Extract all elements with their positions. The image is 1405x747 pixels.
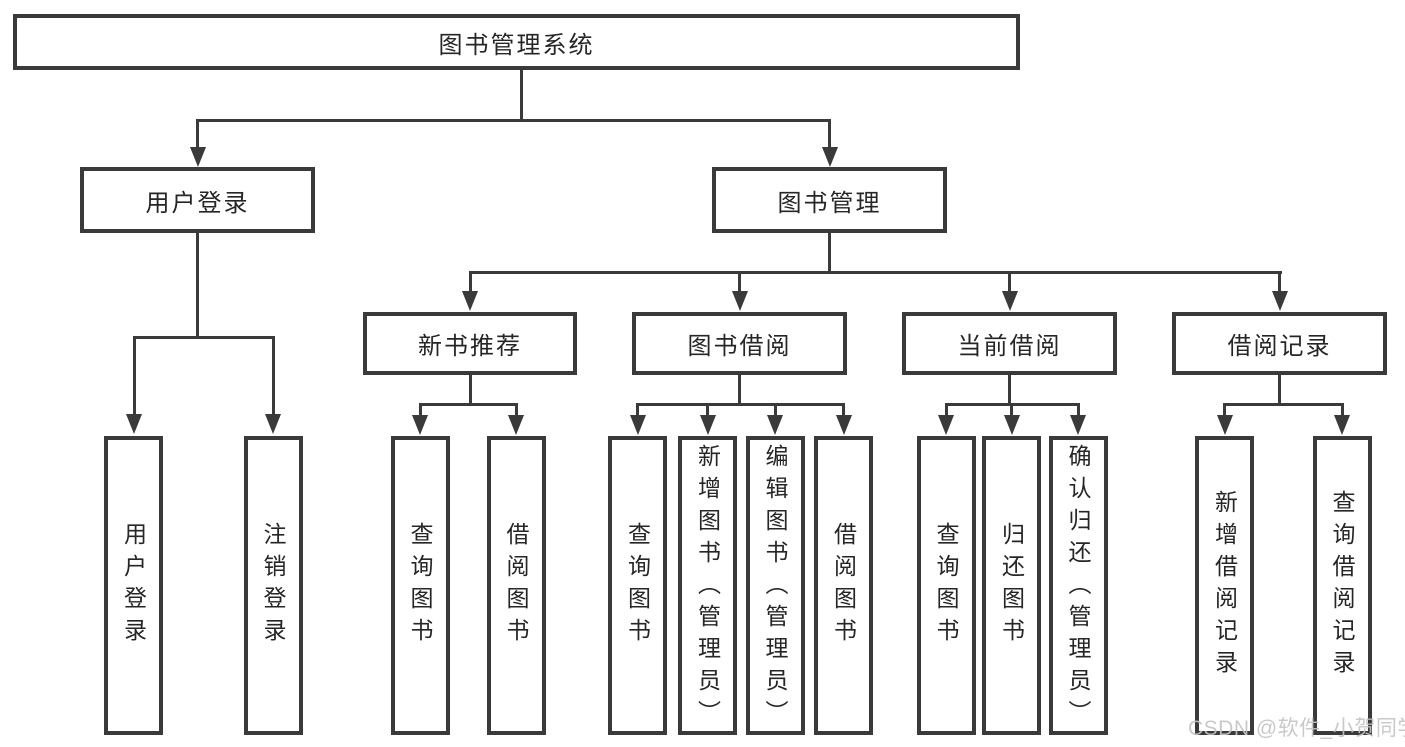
connector-stem-current-borrow <box>1008 271 1011 293</box>
node-book-management: 图书管理 <box>712 167 947 233</box>
arrowhead <box>938 415 954 435</box>
connector-book-borrow-trunk <box>738 373 741 406</box>
node-user-login: 用户登录 <box>80 167 315 233</box>
connector-user-login-trunk <box>196 231 199 339</box>
connector-stem <box>418 403 422 417</box>
connector-book-borrow-bus <box>636 403 845 406</box>
connector-new-book-bus <box>418 403 518 406</box>
leaf-add-borrow-record: 新增借阅记录 <box>1195 436 1254 735</box>
leaf-query-borrow-record: 查询借阅记录 <box>1312 436 1372 735</box>
connector-stem <box>944 403 948 417</box>
arrowhead-new-book <box>462 291 478 311</box>
connector-stem <box>842 403 845 417</box>
arrowhead <box>835 415 852 435</box>
arrowhead-current-borrow <box>1001 291 1018 311</box>
leaf-query-books-borrowing: 查询图书 <box>608 436 667 735</box>
arrowhead <box>1216 415 1233 435</box>
connector-stem <box>1010 403 1013 417</box>
connector-user-login-bus <box>132 336 275 339</box>
arrowhead <box>699 415 716 435</box>
connector-stem-leaf-logout <box>271 336 275 416</box>
leaf-borrow-books-recommend: 借阅图书 <box>486 436 546 735</box>
connector-stem <box>1340 403 1344 417</box>
csdn-watermark: CSDN @软件_小贺同学 <box>1188 717 1405 740</box>
node-borrow-records: 借阅记录 <box>1172 312 1387 375</box>
connector-stem <box>773 403 777 417</box>
arrowhead <box>629 415 646 435</box>
connector-stem <box>1076 403 1080 417</box>
connector-stem-user-login <box>196 119 199 149</box>
connector-current-borrow-trunk <box>1008 373 1011 406</box>
node-new-book-recommend: 新书推荐 <box>363 312 577 375</box>
connector-stem-book-management <box>828 119 831 149</box>
connector-stem-new-book <box>468 271 472 293</box>
node-current-borrowing: 当前借阅 <box>902 312 1117 375</box>
connector-stem-book-borrow <box>738 271 741 293</box>
node-library-system: 图书管理系统 <box>13 14 1020 70</box>
connector-book-mgmt-trunk <box>828 231 831 274</box>
connector-stem-borrow-record <box>1278 271 1281 293</box>
arrowhead <box>412 415 428 435</box>
connector-level2-bus <box>196 119 831 122</box>
leaf-borrow-books: 借阅图书 <box>814 436 873 735</box>
leaf-query-books-current: 查询图书 <box>916 436 976 735</box>
arrowhead-user-login <box>189 147 206 167</box>
arrowhead <box>1070 415 1086 435</box>
connector-root-trunk <box>520 68 523 122</box>
arrowhead-leaf-logout <box>265 414 281 434</box>
connector-stem <box>514 403 518 417</box>
arrowhead <box>767 415 783 435</box>
connector-borrow-record-bus <box>1223 403 1343 406</box>
leaf-confirm-return-admin: 确认归还（管理员） <box>1048 436 1108 735</box>
connector-stem <box>636 403 639 417</box>
connector-level3-bus <box>468 271 1282 274</box>
connector-borrow-record-trunk <box>1278 373 1281 406</box>
node-book-borrowing: 图书借阅 <box>632 312 847 375</box>
leaf-logout: 注销登录 <box>243 436 303 735</box>
arrowhead-leaf-login <box>126 414 142 434</box>
connector-stem-leaf-login <box>132 336 136 416</box>
leaf-return-books: 归还图书 <box>982 436 1041 735</box>
arrowhead <box>1334 415 1350 435</box>
arrowhead <box>1003 415 1020 435</box>
arrowhead-borrow-record <box>1271 291 1288 311</box>
connector-new-book-trunk <box>468 373 472 406</box>
arrowhead <box>508 415 524 435</box>
leaf-query-books-recommend: 查询图书 <box>390 436 450 735</box>
arrowhead-book-borrow <box>731 291 748 311</box>
connector-stem <box>706 403 709 417</box>
leaf-add-books-admin: 新增图书（管理员） <box>678 436 737 735</box>
connector-stem <box>1223 403 1226 417</box>
leaf-edit-books-admin: 编辑图书（管理员） <box>745 436 805 735</box>
arrowhead-book-management <box>821 147 838 167</box>
leaf-user-login: 用户登录 <box>104 436 163 735</box>
